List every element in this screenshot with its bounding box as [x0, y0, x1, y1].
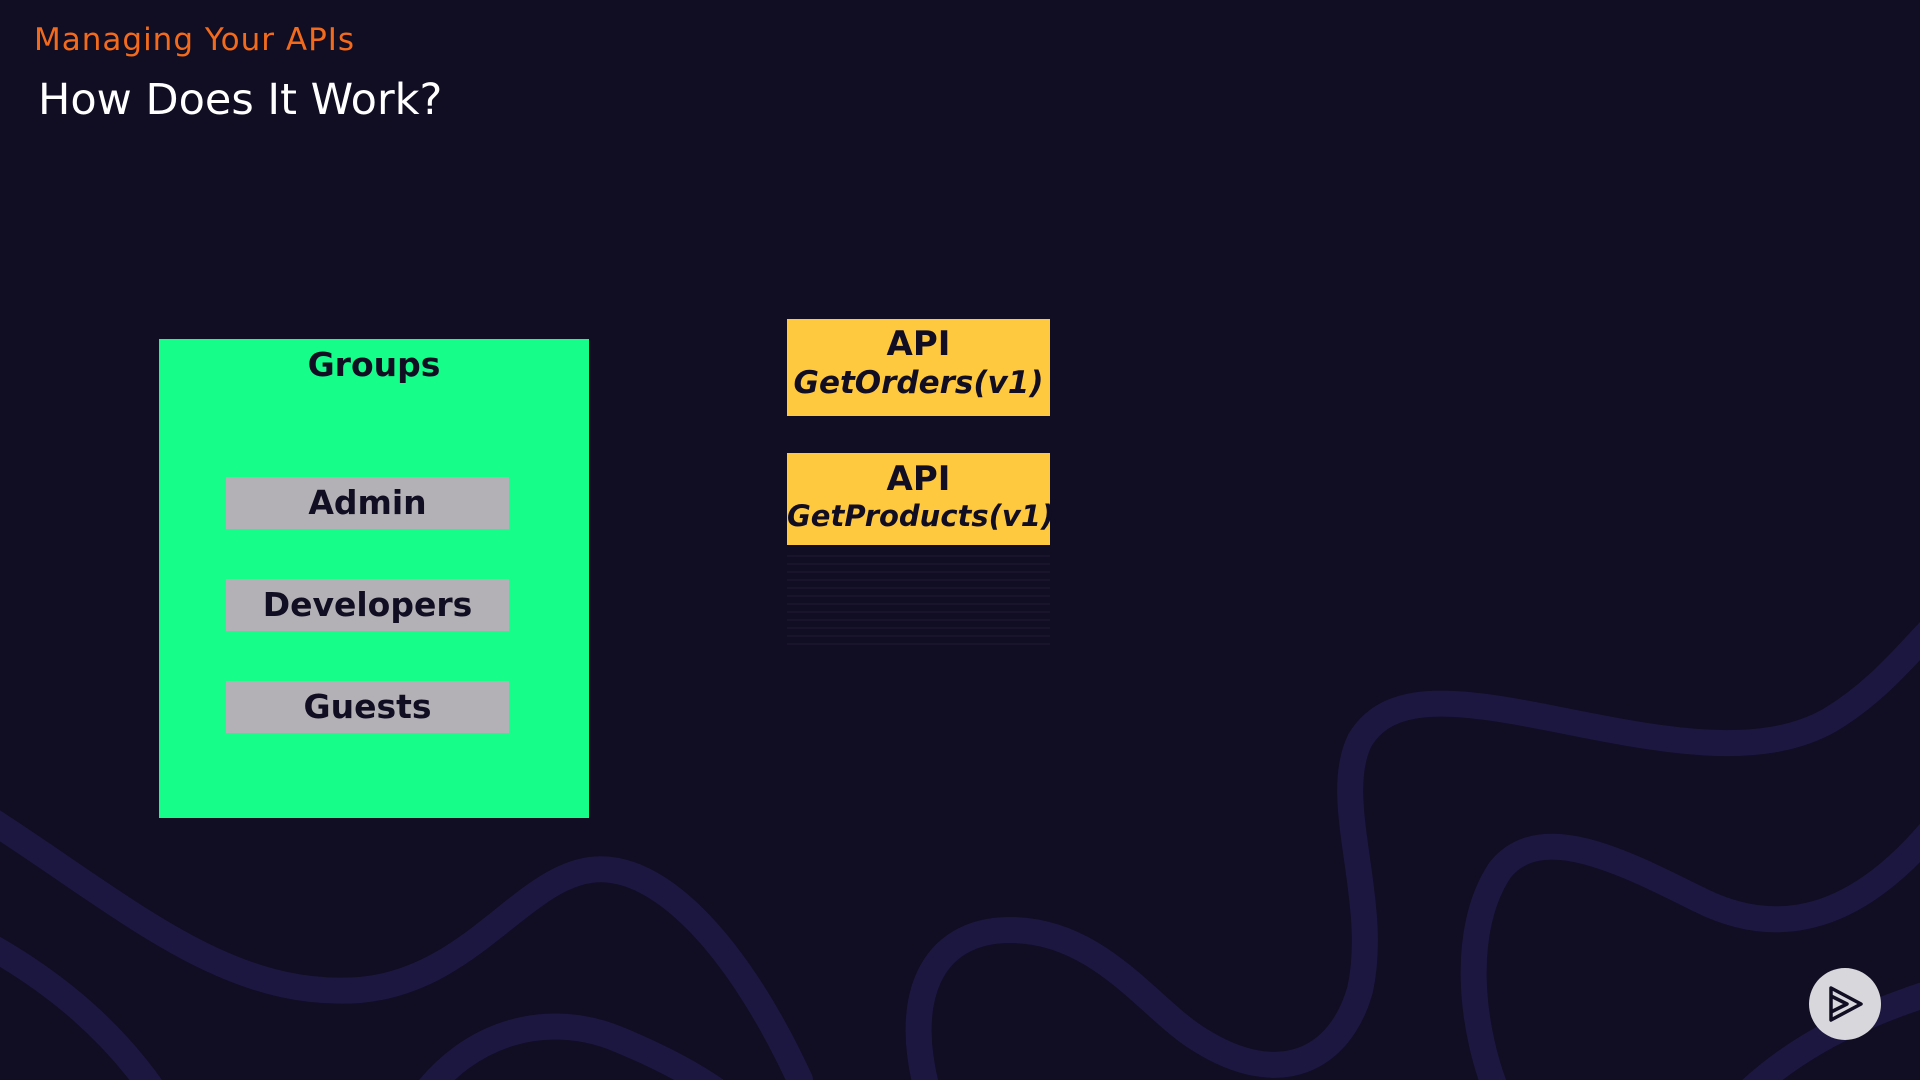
api-label: API: [886, 324, 951, 364]
section-title: Managing Your APIs: [34, 22, 356, 58]
api-card-get-products: API GetProducts(v1): [787, 453, 1055, 545]
faded-api-placeholder: [787, 555, 1050, 645]
group-item-guests: Guests: [226, 681, 509, 733]
api-name: GetOrders(v1): [793, 365, 1044, 401]
api-label: API: [886, 459, 951, 499]
slide-title: How Does It Work?: [38, 75, 443, 125]
api-name: GetProducts(v1): [787, 499, 1055, 533]
play-button[interactable]: [1809, 968, 1881, 1040]
group-item-developers: Developers: [226, 579, 509, 631]
group-item-admin: Admin: [226, 477, 509, 529]
groups-title: Groups: [307, 345, 441, 384]
groups-box: Groups Admin Developers Guests: [159, 339, 589, 818]
play-icon: [1829, 986, 1863, 1022]
api-card-get-orders: API GetOrders(v1): [787, 319, 1050, 416]
